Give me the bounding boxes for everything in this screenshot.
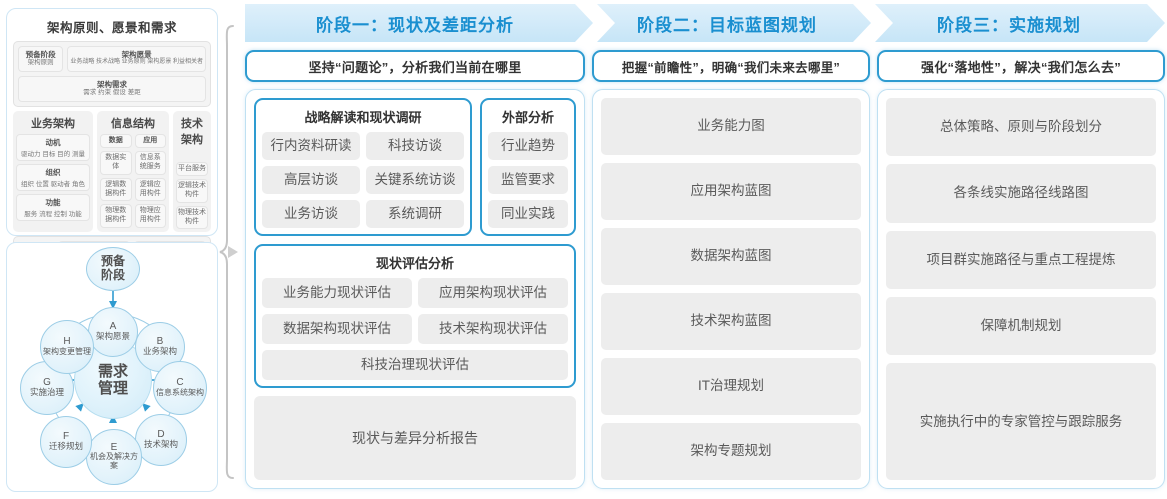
chip-item[interactable]: 应用架构现状评估 (418, 278, 568, 308)
cell-architecture-requirements: 架构需求 需求 约束 假设 差距 (18, 75, 206, 102)
phase-header-band (245, 4, 1165, 42)
chip-item[interactable]: 业务访谈 (262, 200, 360, 228)
chip-item[interactable]: IT治理规划 (601, 358, 861, 415)
chip-item[interactable]: 业务能力现状评估 (262, 278, 412, 308)
group-strategy-research-title: 战略解读和现状调研 (304, 110, 422, 125)
chip-item[interactable]: 监管要求 (488, 166, 568, 194)
chip-item[interactable]: 总体策略、原则与阶段划分 (886, 98, 1156, 157)
phase-column-2: 把握“前瞻性”，明确“我们未来去哪里” 业务能力图 应用架构蓝图 数据架构蓝图 … (592, 50, 870, 489)
chip-row: 数据架构现状评估 技术架构现状评估 (262, 314, 568, 344)
group-current-state-assessment: 现状评估分析 业务能力现状评估 应用架构现状评估 数据架构现状评估 技术架构现状… (254, 244, 576, 388)
architecture-framework-card: 架构原则、愿景和需求 预备阶段 架构原则 架构愿景 业务战略 技术战略 业务原则… (6, 8, 218, 282)
chip-item[interactable]: 业务能力图 (601, 98, 861, 155)
chip-item[interactable]: 项目群实施路径与重点工程提炼 (886, 230, 1156, 289)
chip-item[interactable]: 同业实践 (488, 200, 568, 228)
phase-3-body: 总体策略、原则与阶段划分 各条线实施路径线路图 项目群实施路径与重点工程提炼 保… (877, 89, 1165, 489)
cell-architecture-vision: 架构愿景 业务战略 技术战略 业务原则 架构愿景 利益相关者 (67, 46, 206, 72)
domain-cell-motivation: 动机 驱动力 目标 目的 测量 (16, 133, 90, 161)
adm-cycle-card: 预备 阶段 需求 管理 A 架构愿景 B 业务架构 C (6, 242, 218, 492)
group-strategy-research: 战略解读和现状调研 行内资料研读 科技访谈 高层访谈 关键系统访谈 业务访谈 系 (254, 98, 472, 236)
phase-1-body: 战略解读和现状调研 行内资料研读 科技访谈 高层访谈 关键系统访谈 业务访谈 系 (245, 89, 585, 489)
chip-row: 行内资料研读 科技访谈 (262, 132, 464, 160)
chip-item[interactable]: 关键系统访谈 (366, 166, 464, 194)
chip-item[interactable]: 技术架构现状评估 (418, 314, 568, 344)
left-reference-panel: 架构原则、愿景和需求 预备阶段 架构原则 架构愿景 业务战略 技术战略 业务原则… (6, 8, 218, 492)
phase-column-3: 强化“落地性”，解决“我们怎么去” 总体策略、原则与阶段划分 各条线实施路径线路… (877, 50, 1165, 489)
adm-node-c: C 信息系统架构 (153, 361, 207, 415)
group-current-state-assessment-title: 现状评估分析 (375, 256, 454, 271)
chip-item[interactable]: 保障机制规划 (886, 296, 1156, 356)
phase-2-body: 业务能力图 应用架构蓝图 数据架构蓝图 技术架构蓝图 IT治理规划 架构专题规划 (592, 89, 870, 489)
chip-row: 科技治理现状评估 (262, 350, 568, 380)
chip-item[interactable]: 数据架构现状评估 (262, 314, 412, 344)
framework-row-vision: 预备阶段 架构原则 架构愿景 业务战略 技术战略 业务原则 架构愿景 利益相关者… (13, 41, 211, 107)
chip-item[interactable]: 应用架构蓝图 (601, 163, 861, 220)
adm-node-e: E 机会及解决方案 (86, 429, 142, 485)
chip-row: 业务访谈 系统调研 (262, 200, 464, 228)
framework-domains: 业务架构 动机 驱动力 目标 目的 测量 组织 组织 位置 驱动者 角色 功能 … (13, 110, 211, 233)
domain-technology-architecture: 技术架构 平台服务 逻辑技术构件 物理技术构件 (173, 110, 211, 233)
framework-title: 架构原则、愿景和需求 (46, 21, 177, 35)
chip-item[interactable]: 各条线实施路径线路图 (886, 164, 1156, 223)
chip-item[interactable]: 科技治理现状评估 (262, 350, 568, 380)
cell-preliminary: 预备阶段 架构原则 (18, 46, 64, 72)
adm-node-f: F 迁移规划 (40, 416, 92, 468)
info-col-application: 应用 信息系统服务 逻辑应用构件 物理应用构件 (134, 133, 166, 228)
phase-2-subtitle: 把握“前瞻性”，明确“我们未来去哪里” (592, 50, 870, 82)
chip-item[interactable]: 科技访谈 (366, 132, 464, 160)
adm-wheel: 预备 阶段 需求 管理 A 架构愿景 B 业务架构 C (7, 243, 217, 491)
chip-item[interactable]: 高层访谈 (262, 166, 360, 194)
chip-item[interactable]: 技术架构蓝图 (601, 293, 861, 350)
phase-1-report[interactable]: 现状与差异分析报告 (254, 396, 576, 480)
phase-column-1: 坚持“问题论”，分析我们当前在哪里 战略解读和现状调研 行内资料研读 科技访谈 … (245, 50, 585, 489)
chip-item[interactable]: 行业趋势 (488, 132, 568, 160)
adm-node-preliminary: 预备 阶段 (86, 247, 140, 291)
adm-node-a: A 架构愿景 (88, 307, 138, 357)
chip-item[interactable]: 数据架构蓝图 (601, 228, 861, 285)
chip-row: 业务能力现状评估 应用架构现状评估 (262, 278, 568, 308)
chip-item[interactable]: 架构专题规划 (601, 423, 861, 480)
group-external-analysis-title: 外部分析 (501, 110, 554, 125)
chip-item[interactable]: 实施执行中的专家管控与跟踪服务 (886, 363, 1156, 480)
domain-cell-function: 功能 服务 流程 控制 功能 (16, 193, 90, 221)
domain-business-architecture: 业务架构 动机 驱动力 目标 目的 测量 组织 组织 位置 驱动者 角色 功能 … (13, 110, 93, 233)
phase-3-subtitle: 强化“落地性”，解决“我们怎么去” (877, 50, 1165, 82)
phase-1-subtitle: 坚持“问题论”，分析我们当前在哪里 (245, 50, 585, 82)
chip-item[interactable]: 系统调研 (366, 200, 464, 228)
adm-node-h: H 架构变更管理 (40, 320, 94, 374)
connector-brace (219, 25, 238, 479)
chip-item[interactable]: 行内资料研读 (262, 132, 360, 160)
chip-row: 高层访谈 关键系统访谈 (262, 166, 464, 194)
domain-information-structure: 信息结构 数据 数据实体 逻辑数据构件 物理数据构件 应用 信息系统服务 逻辑应… (97, 110, 169, 233)
info-col-data: 数据 数据实体 逻辑数据构件 物理数据构件 (100, 133, 132, 228)
group-external-analysis: 外部分析 行业趋势 监管要求 同业实践 (480, 98, 576, 236)
adm-node-d: D 技术架构 (135, 414, 187, 466)
domain-cell-organization: 组织 组织 位置 驱动者 角色 (16, 163, 90, 191)
